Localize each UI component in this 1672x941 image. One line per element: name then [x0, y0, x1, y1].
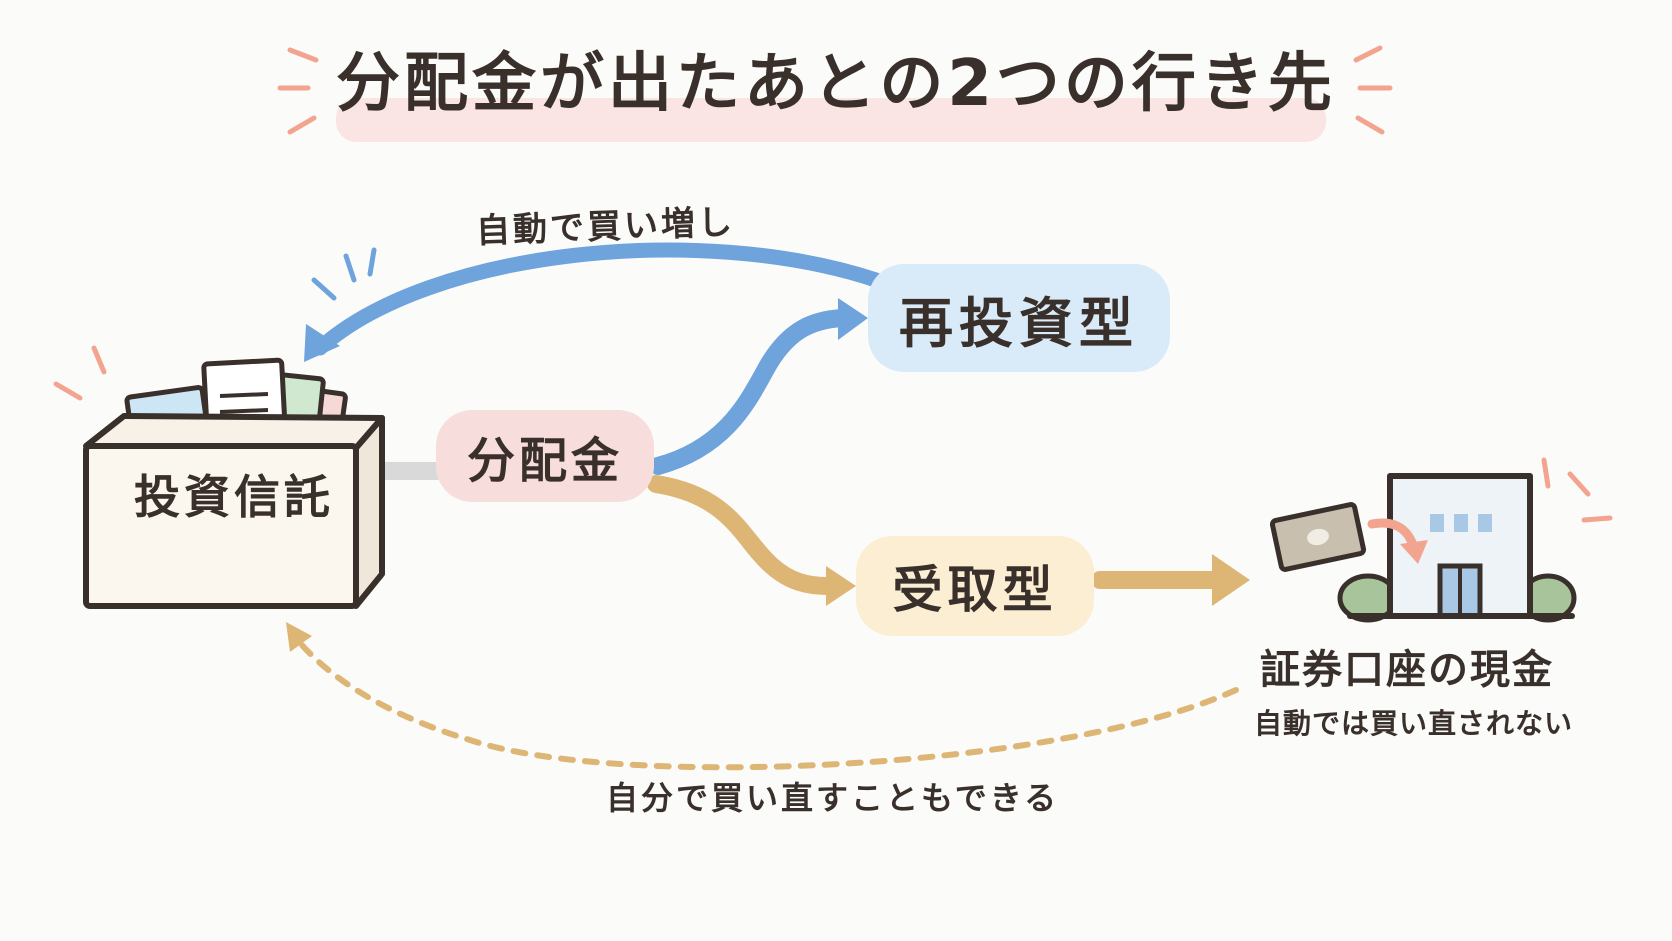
- manual-rebuy-arrowhead: [286, 622, 312, 652]
- cash-deposit-arrowhead: [1400, 540, 1428, 564]
- auto-buy-label: 自動で買い増し: [475, 202, 736, 252]
- auto-buy-arrow: [312, 242, 884, 356]
- arrow-sparkles: [311, 247, 377, 301]
- reinvest-arrow: [649, 309, 851, 475]
- cash-label: 証券口座の現金: [1260, 647, 1554, 693]
- bank-sparkles: [1541, 457, 1613, 523]
- cash-arrowhead: [1212, 554, 1250, 606]
- title-highlight: [336, 98, 1326, 142]
- manual-rebuy-label: 自分で買い直すこともできる: [606, 779, 1060, 817]
- cash-note-icon: [1269, 502, 1367, 572]
- receive-node: 受取型: [856, 536, 1094, 636]
- title-sparkles-right: [1353, 45, 1393, 135]
- bank-building: [1337, 473, 1577, 623]
- auto-buy-arrowhead: [304, 324, 340, 362]
- title-sparkles-left: [277, 47, 319, 135]
- manual-rebuy-arrow: [293, 635, 1239, 771]
- page-title: 分配金が出たあとの2つの行き先: [336, 47, 1336, 121]
- fund-sparkles: [53, 345, 107, 401]
- cash-note-label: 自動では買い直されない: [1254, 707, 1574, 740]
- fund-connector: [382, 462, 442, 480]
- reinvest-node: 再投資型: [868, 264, 1170, 372]
- receive-arrow: [647, 475, 837, 595]
- reinvest-arrowhead: [838, 298, 868, 340]
- fund-box: [83, 413, 385, 609]
- distribution-node: 分配金: [436, 410, 654, 502]
- receive-arrowhead: [826, 566, 856, 606]
- fund-label: 投資信託: [134, 470, 334, 524]
